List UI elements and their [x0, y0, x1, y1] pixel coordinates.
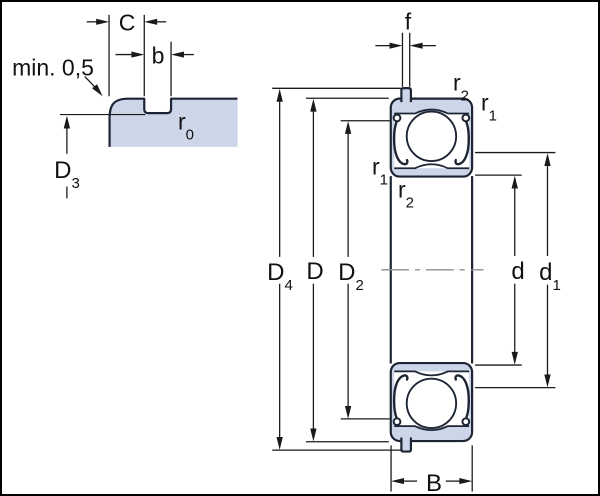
label-r2-outer: r2 [452, 69, 470, 105]
dimension-D [305, 97, 389, 443]
dimension-B [390, 445, 473, 492]
dimension-D3 [63, 115, 71, 199]
snap-ring-groove-detail [59, 14, 238, 199]
dimension-d1 [475, 151, 556, 389]
label-b: b [151, 42, 165, 69]
outer-raceway [394, 108, 470, 115]
label-C: C [118, 9, 136, 36]
label-r2-bore: r2 [397, 176, 415, 212]
shield-right-anchor [461, 113, 471, 123]
lower-bearing-half [389, 361, 474, 453]
min-radius-leader [84, 75, 103, 97]
label-min-0-5: min. 0,5 [12, 54, 94, 81]
dimension-C [86, 14, 167, 97]
label-D: D [306, 258, 324, 285]
dimension-D2 [340, 120, 390, 420]
label-r1-bore: r1 [371, 153, 389, 189]
label-D4: D4 [267, 259, 293, 294]
label-D3: D3 [54, 157, 80, 192]
label-d1: d1 [539, 259, 561, 294]
ball [405, 110, 458, 162]
snap-ring [400, 87, 412, 103]
label-r1-outer: r1 [480, 89, 498, 125]
label-D2: D2 [338, 259, 364, 294]
dimension-f [375, 32, 436, 87]
shield-left [392, 120, 409, 166]
label-r0: r0 [177, 108, 195, 144]
label-d: d [511, 258, 525, 285]
label-f: f [404, 8, 412, 35]
label-B: B [425, 470, 443, 496]
shield-right [454, 120, 470, 166]
groove-section-fill [109, 98, 238, 147]
groove-section-outline [108, 97, 238, 147]
dimension-D4 [272, 87, 402, 451]
inner-raceway [394, 163, 470, 170]
shield-left-anchor [392, 113, 402, 123]
dimension-d [475, 174, 522, 366]
dimension-b [115, 41, 194, 97]
bearing-cross-section [272, 32, 556, 492]
upper-bearing-half [389, 87, 474, 178]
